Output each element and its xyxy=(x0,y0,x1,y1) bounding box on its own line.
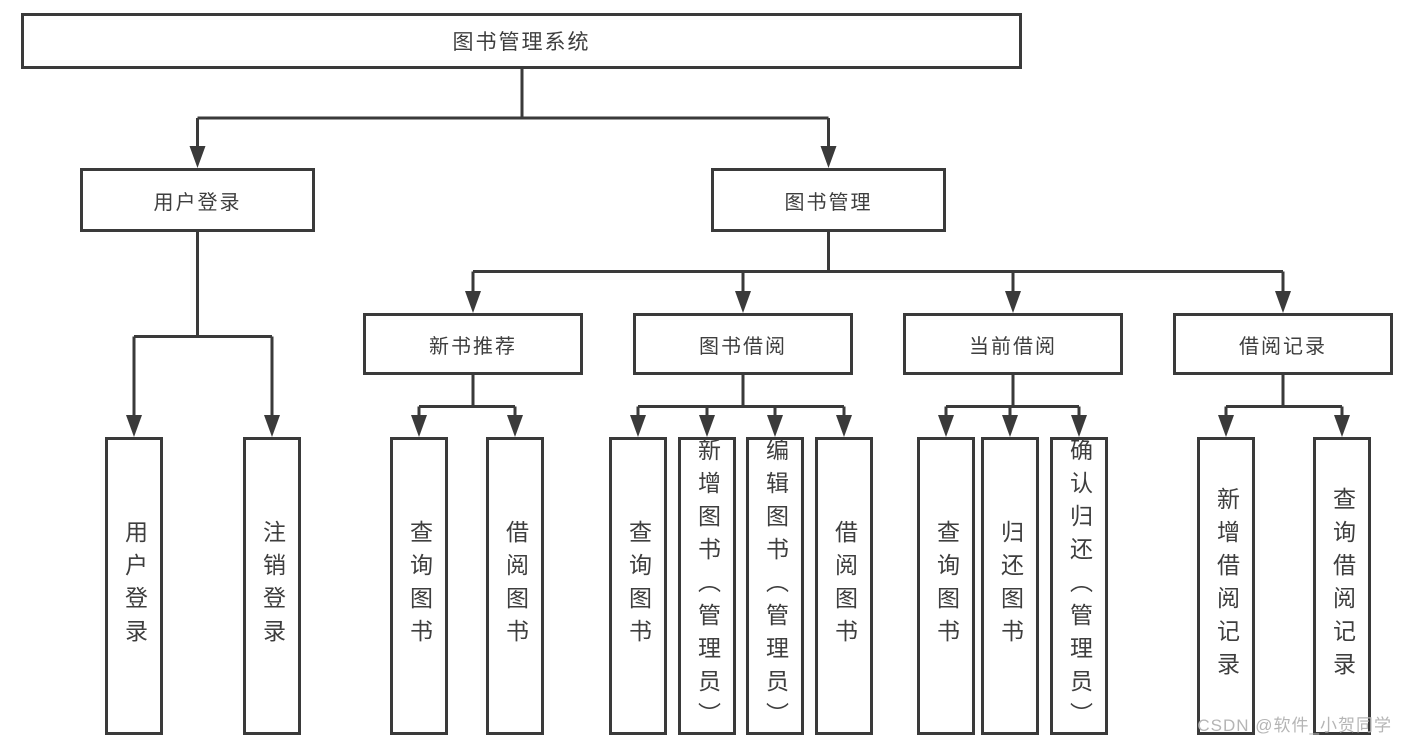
leaf-return-book: 归还图书 xyxy=(981,437,1039,735)
leaf-confirm-return-admin: 确认归还（管理员） xyxy=(1050,437,1108,735)
node-label: 确认归还（管理员） xyxy=(1066,437,1093,735)
leaf-borrow-book-2: 借阅图书 xyxy=(815,437,873,735)
node-label: 借阅图书 xyxy=(502,520,529,652)
node-borrowing-records: 借阅记录 xyxy=(1173,313,1393,375)
node-new-book-recommendation: 新书推荐 xyxy=(363,313,583,375)
node-label: 查询图书 xyxy=(406,520,433,652)
leaf-query-book-1: 查询图书 xyxy=(390,437,448,735)
node-label: 借阅图书 xyxy=(831,520,858,652)
node-label: 注销登录 xyxy=(259,520,286,652)
node-label: 归还图书 xyxy=(997,520,1024,652)
leaf-edit-book-admin: 编辑图书（管理员） xyxy=(746,437,804,735)
node-label: 借阅记录 xyxy=(1239,335,1327,358)
node-label: 新书推荐 xyxy=(429,335,517,358)
node-label: 图书借阅 xyxy=(699,335,787,358)
node-label: 用户登录 xyxy=(121,520,148,652)
node-label: 新增借阅记录 xyxy=(1213,487,1240,685)
node-current-borrowing: 当前借阅 xyxy=(903,313,1123,375)
leaf-add-borrow-record: 新增借阅记录 xyxy=(1197,437,1255,735)
leaf-query-borrow-record: 查询借阅记录 xyxy=(1313,437,1371,735)
node-label: 图书管理系统 xyxy=(452,31,591,54)
leaf-logout-login: 注销登录 xyxy=(243,437,301,735)
node-label: 查询借阅记录 xyxy=(1329,487,1356,685)
node-label: 查询图书 xyxy=(933,520,960,652)
leaf-query-book-3: 查询图书 xyxy=(917,437,975,735)
node-label: 图书管理 xyxy=(784,191,873,214)
leaf-user-login: 用户登录 xyxy=(105,437,163,735)
node-label: 新增图书（管理员） xyxy=(694,437,721,735)
node-label: 查询图书 xyxy=(625,520,652,652)
leaf-query-book-2: 查询图书 xyxy=(609,437,667,735)
leaf-borrow-book-1: 借阅图书 xyxy=(486,437,544,735)
node-label: 用户登录 xyxy=(153,191,242,214)
leaf-add-book-admin: 新增图书（管理员） xyxy=(678,437,736,735)
csdn-watermark: CSDN @软件_小贺同学 xyxy=(1197,716,1392,735)
node-user-login: 用户登录 xyxy=(80,168,315,232)
node-book-borrowing: 图书借阅 xyxy=(633,313,853,375)
node-library-management-system: 图书管理系统 xyxy=(21,13,1022,69)
node-label: 当前借阅 xyxy=(969,335,1057,358)
node-label: 编辑图书（管理员） xyxy=(762,437,789,735)
node-book-management: 图书管理 xyxy=(711,168,946,232)
